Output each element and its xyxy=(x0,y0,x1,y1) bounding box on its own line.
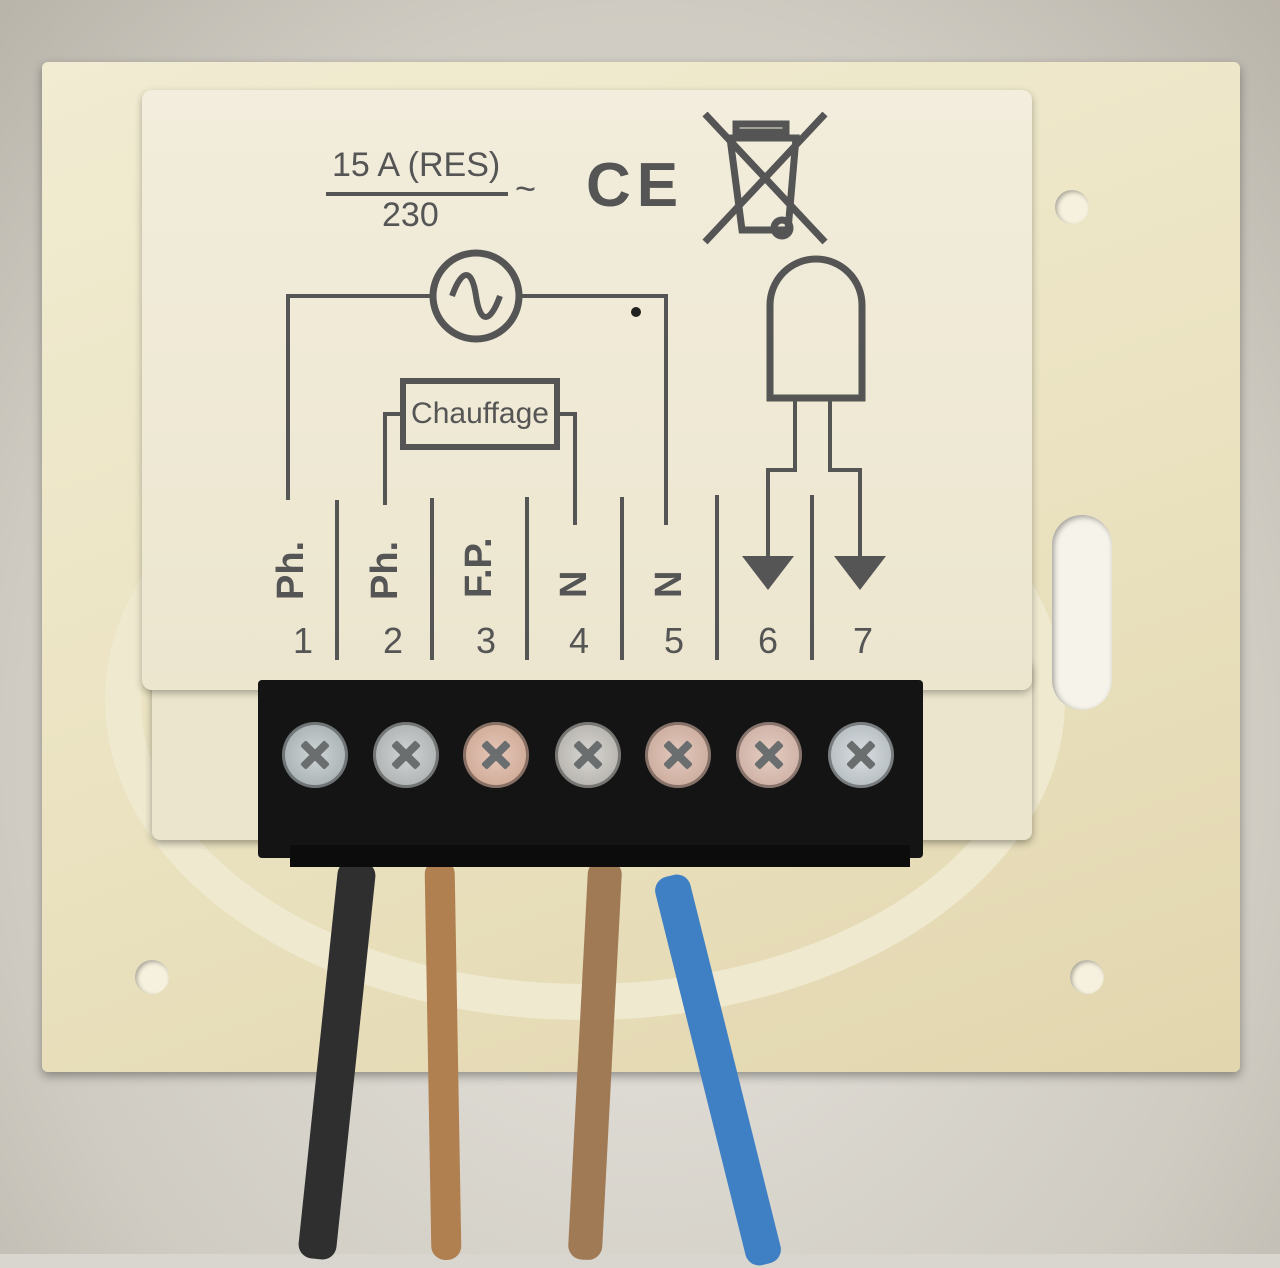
fraction-line xyxy=(326,192,508,196)
terminal-number-2: 2 xyxy=(383,620,404,661)
terminal-label-4: N xyxy=(553,570,595,598)
screw-hole xyxy=(1055,190,1089,224)
current-rating: 15 A (RES) xyxy=(332,146,501,184)
terminal-number-1: 1 xyxy=(293,620,314,661)
terminal-screw-4[interactable] xyxy=(555,722,621,788)
terminal-screw-5[interactable] xyxy=(645,722,711,788)
terminal-label-2: Ph. xyxy=(364,540,406,600)
terminal-number-3: 3 xyxy=(476,620,497,661)
terminal-screw-7[interactable] xyxy=(828,722,894,788)
thermostat-module xyxy=(142,90,1032,690)
terminal-label-1: Ph. xyxy=(270,540,312,600)
terminal-number-4: 4 xyxy=(569,620,590,661)
chauffage-load-box: Chauffage xyxy=(400,378,560,450)
mounting-slot xyxy=(1052,515,1112,710)
terminal-block-lip xyxy=(290,845,910,867)
terminal-screw-6[interactable] xyxy=(736,722,802,788)
screw-hole xyxy=(135,960,169,994)
terminal-label-5: N xyxy=(648,570,690,598)
terminal-screw-1[interactable] xyxy=(282,722,348,788)
terminal-number-5: 5 xyxy=(664,620,685,661)
ce-mark: CE xyxy=(586,151,685,220)
crossed-out-wheelie-bin-icon xyxy=(702,112,828,245)
screw-hole xyxy=(1070,960,1104,994)
terminal-screw-3[interactable] xyxy=(463,722,529,788)
voltage-rating: 230 xyxy=(382,196,439,234)
terminal-number-7: 7 xyxy=(853,620,874,661)
terminal-screw-2[interactable] xyxy=(373,722,439,788)
terminal-label-3: F.P. xyxy=(458,537,500,598)
terminal-number-6: 6 xyxy=(758,620,779,661)
ac-symbol: ~ xyxy=(515,168,537,209)
